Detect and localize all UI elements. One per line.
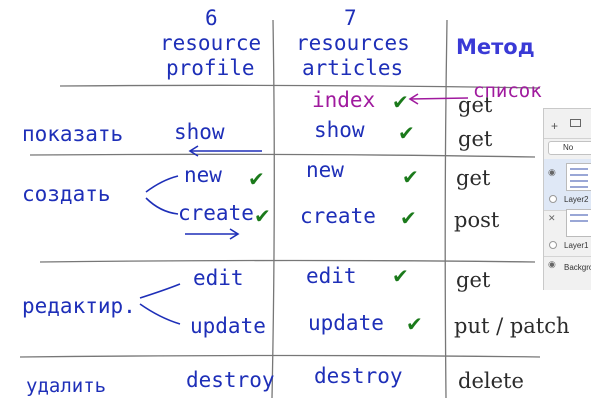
destroy-method: delete — [458, 369, 524, 393]
edit-label-ru: редактир. — [22, 294, 136, 318]
edit-method: get — [456, 268, 491, 292]
profile-header-line2: profile — [166, 56, 255, 80]
folder-icon[interactable] — [570, 119, 581, 127]
show-left-arrowhead — [188, 145, 199, 157]
new-method: get — [456, 166, 491, 190]
layer-item-layer1[interactable]: ✕ Layer1 — [544, 205, 591, 257]
articles-count: 7 — [344, 6, 357, 30]
layers-toolbar: + — [544, 109, 591, 139]
layer-name: Layer1 — [564, 241, 589, 250]
create-bracket — [145, 175, 179, 215]
list-arrowhead — [408, 93, 419, 105]
check-icon: ✔ — [392, 264, 409, 288]
edit-profile: edit — [193, 266, 244, 290]
show-profile: show — [174, 120, 225, 144]
update-method: put / patch — [454, 314, 570, 338]
destroy-articles: destroy — [314, 364, 403, 388]
create-label-ru: создать — [22, 182, 111, 206]
row-divider-create — [39, 259, 536, 263]
new-articles: new — [306, 158, 344, 182]
method-title: Метод — [456, 35, 535, 59]
column-divider-2 — [444, 19, 448, 399]
eye-icon[interactable]: ◉ — [548, 259, 556, 269]
row-divider-show — [29, 153, 536, 158]
delete-label-ru: удалить — [26, 375, 107, 397]
layer-thumbnail — [566, 163, 591, 191]
layer-thumbnail — [566, 209, 591, 237]
layer-name: Backgrou — [564, 263, 591, 272]
check-icon: ✔ — [248, 167, 265, 191]
show-method: get — [458, 127, 493, 151]
check-icon: ✔ — [398, 121, 415, 145]
create-method: post — [454, 208, 500, 232]
check-icon: ✔ — [254, 204, 271, 228]
articles-header-line2: articles — [302, 56, 404, 80]
add-layer-icon[interactable]: + — [551, 119, 559, 133]
profile-header-line1: resource — [160, 31, 262, 55]
layers-panel: + No ◉ Layer2 ✕ Layer1 ◉ Backgrou — [543, 108, 591, 290]
blend-mode-select[interactable]: No — [548, 141, 591, 155]
list-arrow — [409, 97, 469, 100]
layer-item-background[interactable]: ◉ Backgrou — [544, 251, 591, 290]
list-note: список — [473, 80, 542, 102]
update-articles: update — [308, 311, 384, 335]
index-method: get — [458, 93, 493, 117]
create-profile: create — [178, 201, 254, 225]
column-divider-1 — [271, 19, 275, 399]
layer-name: Layer2 — [564, 195, 589, 204]
update-profile: update — [190, 314, 266, 338]
layer-radio[interactable] — [549, 195, 557, 203]
show-label-ru: показать — [22, 122, 124, 146]
show-articles: show — [314, 118, 365, 142]
new-profile: new — [184, 163, 222, 187]
row-divider-header — [59, 84, 541, 89]
edit-articles: edit — [306, 264, 357, 288]
edit-bracket — [139, 283, 181, 325]
check-icon: ✔ — [400, 206, 417, 230]
create-right-arrowhead — [229, 228, 240, 240]
destroy-profile: destroy — [186, 368, 275, 392]
create-articles: create — [300, 204, 376, 228]
layer-item-layer2[interactable]: ◉ Layer2 — [544, 159, 591, 211]
articles-header-line1: resources — [296, 31, 410, 55]
index-action: index — [312, 88, 376, 112]
layer-radio[interactable] — [549, 241, 557, 249]
profile-count: 6 — [205, 6, 218, 30]
hidden-eye-icon[interactable]: ✕ — [548, 213, 556, 223]
row-divider-update — [19, 354, 541, 358]
check-icon: ✔ — [392, 90, 409, 114]
check-icon: ✔ — [402, 165, 419, 189]
eye-icon[interactable]: ◉ — [548, 167, 556, 177]
check-icon: ✔ — [406, 312, 423, 336]
